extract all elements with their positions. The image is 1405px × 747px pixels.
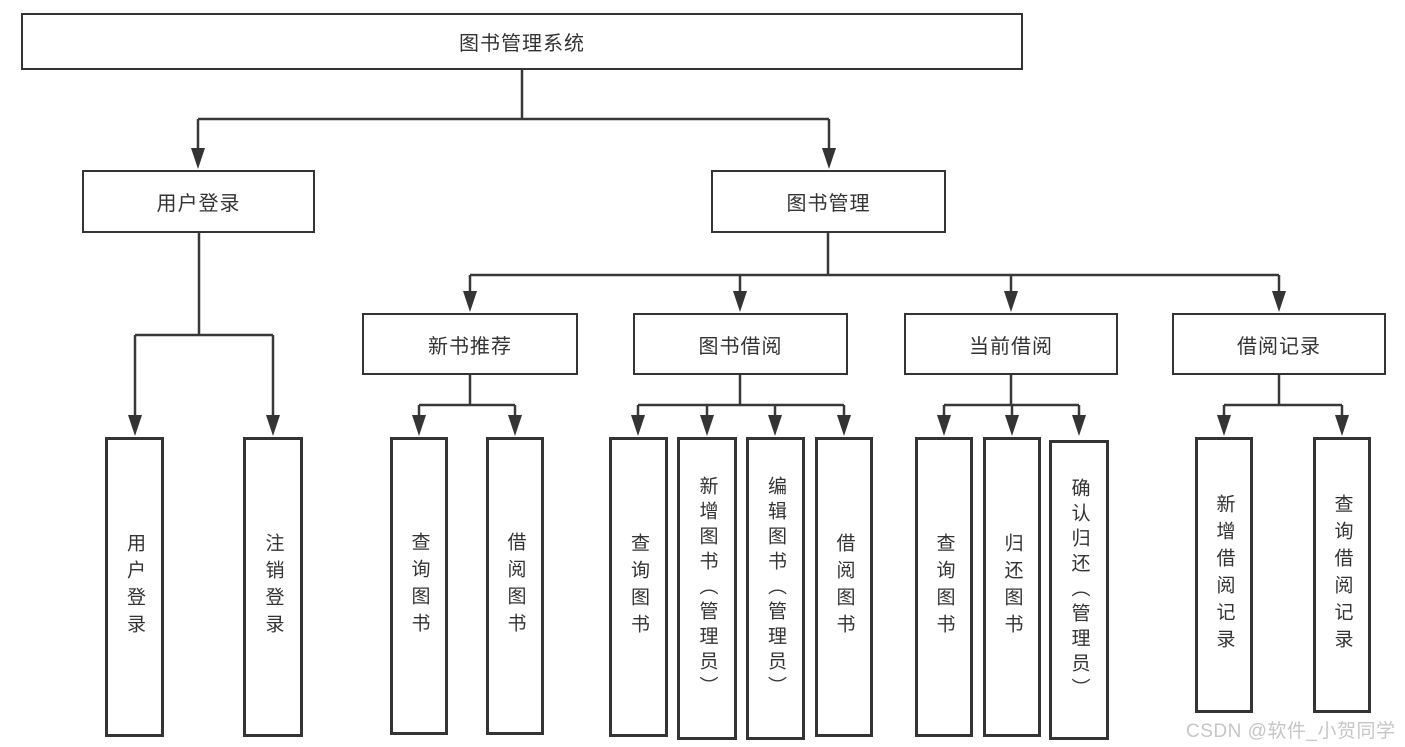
node-new-book-recommendation: 新书推荐 [362, 313, 578, 375]
leaf-query-books-current: 查询图书 [915, 437, 973, 737]
node-book-management: 图书管理 [711, 170, 946, 233]
arrowhead-icons [128, 148, 1349, 436]
node-user-login: 用户登录 [82, 170, 315, 233]
node-book-borrowing: 图书借阅 [633, 313, 848, 375]
watermark-text: CSDN @软件_小贺同学 [1186, 721, 1396, 742]
leaf-return-books: 归还图书 [983, 437, 1041, 737]
leaf-query-borrow-record: 查询借阅记录 [1313, 437, 1371, 713]
leaf-add-borrow-record: 新增借阅记录 [1195, 437, 1253, 713]
leaf-confirm-return-admin: 确认归还（管理员） [1049, 440, 1109, 740]
leaf-edit-book-admin: 编辑图书（管理员） [746, 437, 805, 740]
node-current-borrowing: 当前借阅 [904, 313, 1118, 375]
node-library-management-system: 图书管理系统 [21, 13, 1023, 70]
node-borrowing-records: 借阅记录 [1172, 313, 1386, 375]
leaf-logout: 注销登录 [243, 437, 303, 737]
leaf-query-books-borrowing: 查询图书 [609, 437, 668, 737]
leaf-borrow-books-borrowing: 借阅图书 [815, 437, 873, 737]
leaf-borrow-books-recommend: 借阅图书 [486, 437, 544, 735]
leaf-query-books-recommend: 查询图书 [390, 437, 448, 735]
leaf-user-login: 用户登录 [105, 437, 164, 737]
leaf-add-book-admin: 新增图书（管理员） [677, 437, 737, 740]
